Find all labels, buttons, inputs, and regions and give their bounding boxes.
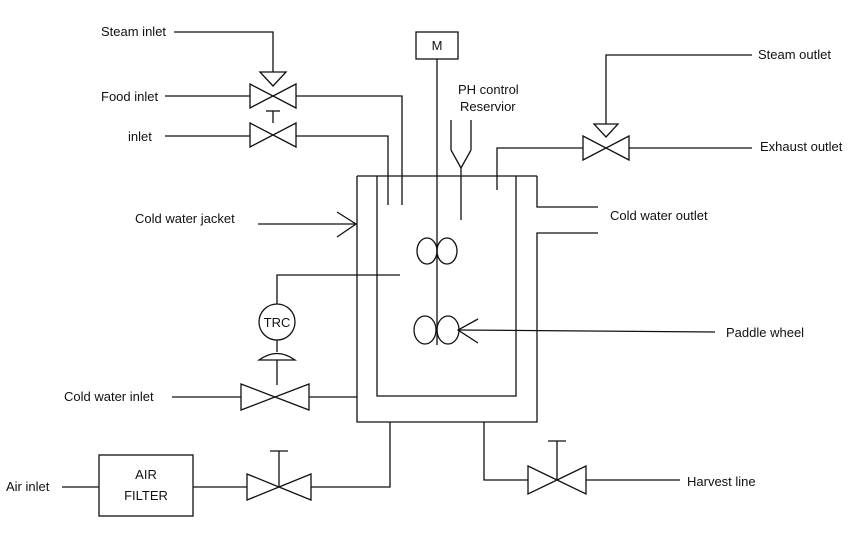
food-inlet-label: Food inlet (101, 89, 158, 104)
air-valve (246, 450, 312, 501)
ph-control-feed (450, 120, 472, 220)
control-valve-actuator (256, 340, 298, 385)
cold-water-jacket-pointer (258, 211, 358, 238)
trc-label: TRC (264, 315, 291, 330)
cold-water-outlet-label: Cold water outlet (610, 208, 708, 223)
jacket-outlet-pipe (536, 176, 598, 208)
fermenter-vessel (356, 175, 598, 423)
food-inlet-line (165, 95, 403, 205)
harvest-valve (527, 440, 587, 496)
steam-outlet-label: Steam outlet (758, 47, 831, 62)
inner-vessel-wall (376, 176, 517, 397)
temperature-probe-line (276, 274, 400, 304)
air-filter-label-line1: AIR (135, 467, 157, 482)
ph-control-label-line2: Reservior (460, 99, 516, 114)
air-inlet-label: Air inlet (6, 479, 50, 494)
outer-jacket-wall (356, 176, 598, 423)
harvest-line-label: Harvest line (687, 474, 756, 489)
harvest-line (483, 422, 680, 481)
paddle-wheel-label: Paddle wheel (726, 325, 804, 340)
inlet-valve (249, 110, 297, 149)
cold-water-jacket-label: Cold water jacket (135, 211, 235, 226)
inlet-label: inlet (128, 129, 152, 144)
inlet-line (165, 135, 389, 205)
motor-label: M (432, 38, 443, 53)
air-filter (98, 454, 194, 517)
upper-paddle-wheel (416, 237, 458, 265)
steam-inlet-line (174, 31, 274, 72)
cold-water-inlet-label: Cold water inlet (64, 389, 154, 404)
steam-outlet-line (605, 54, 752, 124)
cold-water-inlet-valve (240, 383, 310, 411)
food-inlet-valve (249, 71, 297, 110)
air-filter-label-line2: FILTER (124, 488, 168, 503)
steam-inlet-label: Steam inlet (101, 24, 166, 39)
ph-control-label-line1: PH control (458, 82, 519, 97)
air-line (193, 422, 391, 488)
exhaust-outlet-line (496, 147, 752, 190)
motor-assembly: M (415, 31, 459, 345)
exhaust-outlet-label: Exhaust outlet (760, 139, 843, 154)
paddle-wheel-pointer (456, 318, 716, 344)
exhaust-outlet-valve (582, 123, 630, 162)
